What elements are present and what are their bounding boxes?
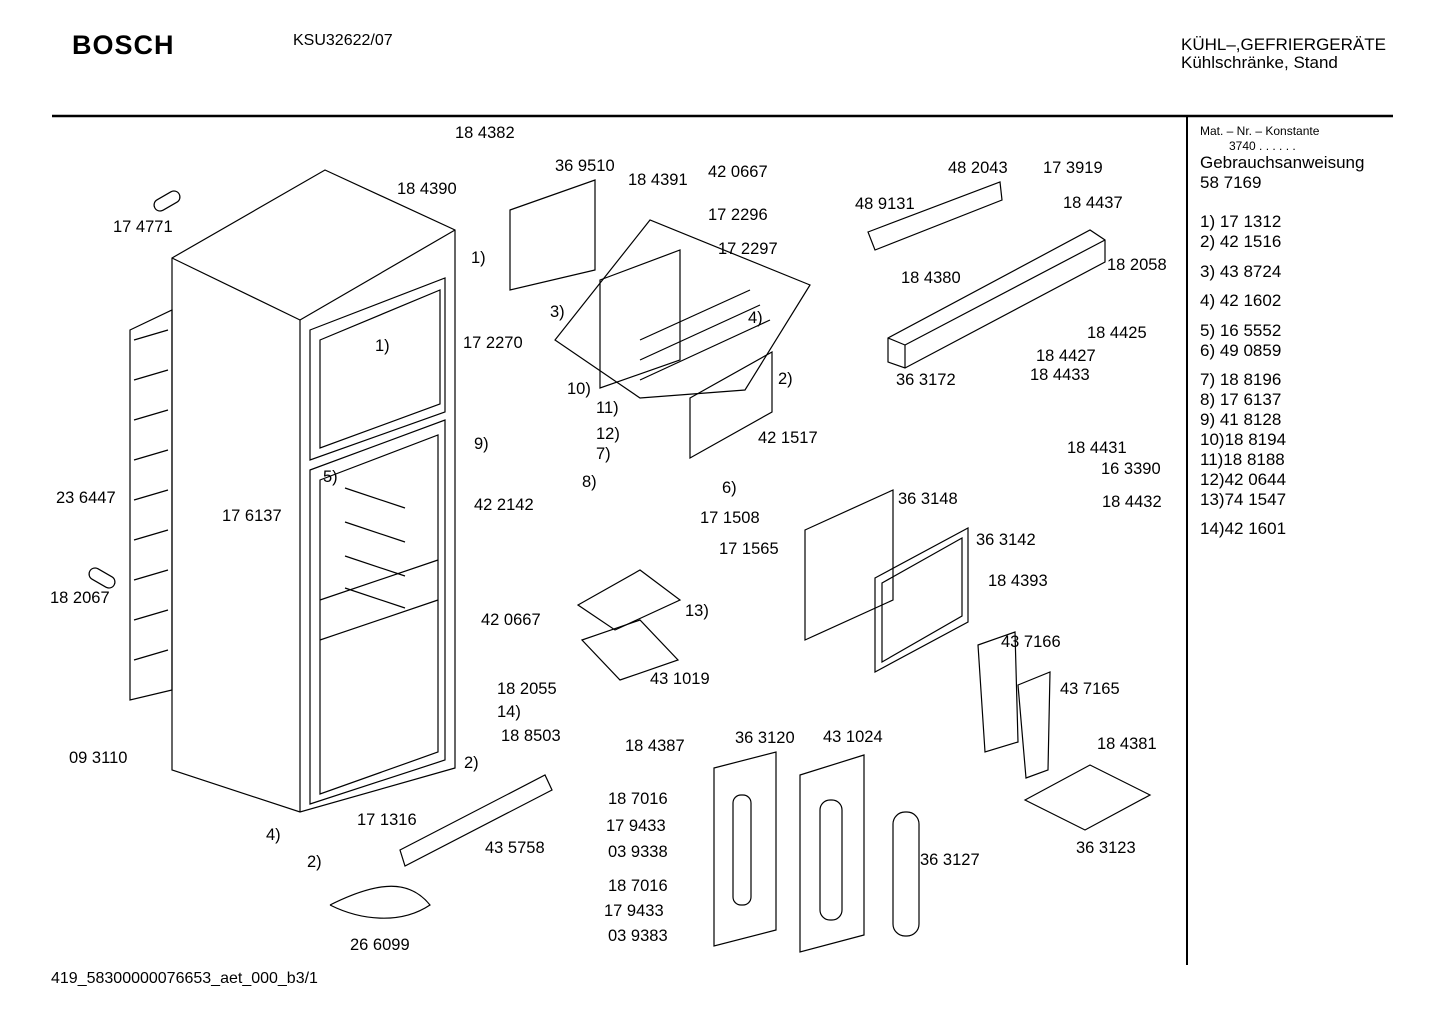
legend-item: 4) 42 1602	[1200, 291, 1282, 310]
category-subtitle: Kühlschränke, Stand	[1181, 53, 1338, 72]
mat-label: Mat. – Nr. – Konstante	[1200, 124, 1320, 138]
part-label: 43 7166	[1001, 633, 1061, 651]
part-label: 17 6137	[222, 507, 282, 525]
callout-label: 2)	[778, 370, 793, 388]
callout-label: 2)	[464, 754, 479, 772]
part-label: 17 1508	[700, 509, 760, 527]
part-label: 17 1565	[719, 540, 779, 558]
legend-item: 8) 17 6137	[1200, 390, 1282, 409]
part-label: 17 4771	[113, 218, 173, 236]
callout-label: 1)	[375, 337, 390, 355]
callout-label: 8)	[582, 473, 597, 491]
part-label: 48 2043	[948, 159, 1008, 177]
part-label: 48 9131	[855, 195, 915, 213]
part-label: 17 2296	[708, 206, 768, 224]
part-label: 18 4431	[1067, 439, 1127, 457]
legend-item: 6) 49 0859	[1200, 341, 1282, 360]
legend-item: 5) 16 5552	[1200, 321, 1282, 340]
mat-value: 3740 . . . . . .	[1229, 139, 1296, 153]
part-label: 36 9510	[555, 157, 615, 175]
part-label: 36 3172	[896, 371, 956, 389]
callout-label: 5)	[323, 468, 338, 486]
manual-number: 58 7169	[1200, 173, 1262, 192]
legend-item: 11)18 8188	[1200, 450, 1285, 469]
legend-item: 1) 17 1312	[1200, 212, 1282, 231]
part-label: 18 2058	[1107, 256, 1167, 274]
part-label: 18 4425	[1087, 324, 1147, 342]
part-label: 43 1019	[650, 670, 710, 688]
part-label: 36 3142	[976, 531, 1036, 549]
part-label: 18 4433	[1030, 366, 1090, 384]
page-number: 3/1	[295, 970, 318, 987]
part-label: 42 1517	[758, 429, 818, 447]
part-label: 42 0667	[481, 611, 541, 629]
part-label: 17 3919	[1043, 159, 1103, 177]
category-title: KÜHL–,GEFRIERGERÄTE	[1181, 35, 1386, 54]
legend-item: 3) 43 8724	[1200, 262, 1282, 281]
document-code: 419_58300000076653_aet_000_b	[51, 970, 296, 987]
part-label: 18 2055	[497, 680, 557, 698]
part-label: 17 2297	[718, 240, 778, 258]
part-label: 18 8503	[501, 727, 561, 745]
part-label: 36 3123	[1076, 839, 1136, 857]
part-label: 43 1024	[823, 728, 883, 746]
part-label: 18 4391	[628, 171, 688, 189]
part-label: 18 4427	[1036, 347, 1096, 365]
legend-item: 9) 41 8128	[1200, 410, 1282, 429]
part-label: 18 4381	[1097, 735, 1157, 753]
callout-label: 13)	[685, 602, 709, 620]
part-label: 43 5758	[485, 839, 545, 857]
part-label: 17 9433	[606, 817, 666, 835]
part-label: 18 4390	[397, 180, 457, 198]
part-label: 36 3127	[920, 851, 980, 869]
part-label: 18 7016	[608, 877, 668, 895]
part-label: 03 9338	[608, 843, 668, 861]
callout-label: 2)	[307, 853, 322, 871]
callout-label: 11)	[596, 399, 619, 417]
part-label: 18 4382	[455, 124, 515, 142]
part-label: 16 3390	[1101, 460, 1161, 478]
part-label: 26 6099	[350, 936, 410, 954]
part-label: 36 3120	[735, 729, 795, 747]
callout-label: 4)	[748, 309, 763, 327]
callout-label: 4)	[266, 826, 281, 844]
part-label: 42 0667	[708, 163, 768, 181]
part-label: 03 9383	[608, 927, 668, 945]
callout-label: 12)	[596, 425, 620, 443]
callout-label: 10)	[567, 380, 591, 398]
legend-item: 10)18 8194	[1200, 430, 1287, 449]
callout-label: 1)	[471, 249, 486, 267]
part-label: 18 4393	[988, 572, 1048, 590]
legend-item: 13)74 1547	[1200, 490, 1287, 509]
part-label: 17 9433	[604, 902, 664, 920]
part-label: 18 4380	[901, 269, 961, 287]
callout-label: 14)	[497, 703, 521, 721]
part-label: 18 4432	[1102, 493, 1162, 511]
callout-label: 7)	[596, 445, 611, 463]
callout-label: 3)	[550, 303, 565, 321]
manual-label: Gebrauchsanweisung	[1200, 153, 1365, 172]
legend-item: 2) 42 1516	[1200, 232, 1282, 251]
part-label: 36 3148	[898, 490, 958, 508]
legend-item: 7) 18 8196	[1200, 370, 1282, 389]
part-label: 18 2067	[50, 589, 110, 607]
callout-label: 9)	[474, 435, 489, 453]
brand-logo: BOSCH	[72, 30, 175, 60]
part-label: 17 2270	[463, 334, 523, 352]
part-label: 18 4437	[1063, 194, 1123, 212]
document-id: 419_58300000076653_aet_000_b3/1	[51, 970, 318, 988]
part-label: 42 2142	[474, 496, 534, 514]
part-label: 18 4387	[625, 737, 685, 755]
model-number: KSU32622/07	[293, 32, 393, 49]
legend-item: 14)42 1601	[1200, 519, 1287, 538]
callout-label: 6)	[722, 479, 737, 497]
legend-item: 12)42 0644	[1200, 470, 1287, 489]
part-label: 43 7165	[1060, 680, 1120, 698]
part-label: 17 1316	[357, 811, 417, 829]
part-label: 23 6447	[56, 489, 116, 507]
part-label: 18 7016	[608, 790, 668, 808]
part-label: 09 3110	[69, 749, 128, 767]
